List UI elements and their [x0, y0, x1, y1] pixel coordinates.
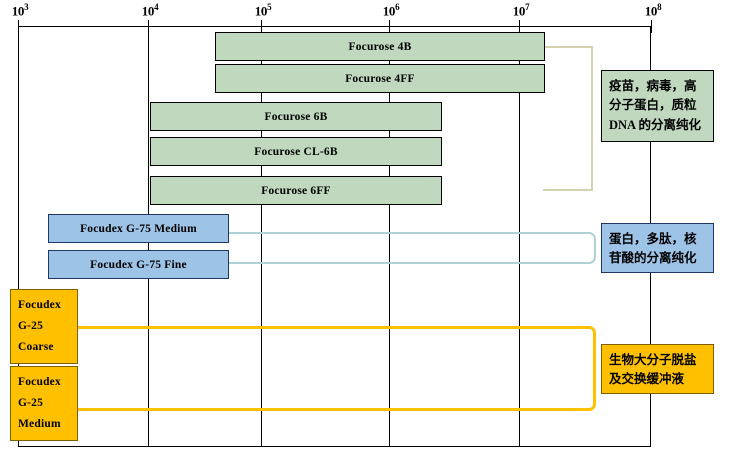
- bar-label: Focurose 4B: [348, 40, 412, 53]
- callout-line2: 分子蛋白，质粒: [609, 98, 697, 113]
- callout-g25-applications: 生物大分子脱盐 及交换缓冲液: [601, 344, 714, 394]
- axis-tick-1e4: [148, 20, 149, 33]
- bar-focudex-g25-medium[interactable]: Focudex G-25 Medium: [10, 366, 78, 441]
- bar-focurose-4ff[interactable]: Focurose 4FF: [215, 64, 545, 93]
- axis-label-1e3: 103: [11, 2, 29, 19]
- gridline-1e6: [389, 27, 390, 447]
- bar-label-line3: Coarse: [18, 341, 54, 354]
- connector-g75-group: [228, 232, 596, 264]
- bar-label: Focurose 6B: [264, 110, 328, 123]
- axis-tick-1e6: [389, 20, 390, 33]
- axis-label-1e6: 106: [382, 2, 400, 19]
- callout-line1: 生物大分子脱盐: [609, 353, 697, 367]
- axis-tick-1e8: [651, 20, 652, 33]
- gridline-1e5: [261, 27, 262, 447]
- bar-focurose-6b[interactable]: Focurose 6B: [150, 102, 442, 131]
- bar-focudex-g75-fine[interactable]: Focudex G-75 Fine: [48, 250, 229, 279]
- callout-line3: DNA 的分离纯化: [609, 117, 702, 132]
- bar-label: Focudex G-75 Medium: [80, 222, 197, 235]
- bar-focudex-g25-coarse[interactable]: Focudex G-25 Coarse: [10, 289, 78, 364]
- axis-tick-1e5: [261, 20, 262, 33]
- connector-g25-group: [76, 326, 596, 411]
- bar-focurose-6ff[interactable]: Focurose 6FF: [150, 176, 442, 205]
- bar-focurose-4b[interactable]: Focurose 4B: [215, 32, 545, 61]
- bar-label-line2: G-25: [18, 319, 44, 332]
- bar-label-line1: Focudex: [18, 298, 61, 311]
- callout-line2: 及交换缓冲液: [609, 372, 685, 387]
- axis-label-1e4: 104: [141, 2, 159, 19]
- x-axis-line: [18, 26, 651, 27]
- callout-agarose-applications: 疫苗，病毒，高 分子蛋白，质粒 DNA 的分离纯化: [601, 70, 714, 142]
- axis-label-1e8: 108: [644, 2, 662, 19]
- callout-line2: 苷酸的分离纯化: [609, 251, 697, 266]
- connector-agarose-group: [543, 46, 593, 191]
- axis-tick-1e7: [519, 20, 520, 33]
- bar-label: Focurose CL-6B: [254, 145, 338, 158]
- callout-line1: 疫苗，病毒，高: [609, 79, 697, 93]
- bar-label-line1: Focudex: [18, 375, 61, 388]
- bar-focurose-cl-6b[interactable]: Focurose CL-6B: [150, 137, 442, 166]
- axis-label-1e5: 105: [254, 2, 272, 19]
- bar-label: Focurose 4FF: [345, 72, 415, 85]
- bar-label: Focurose 6FF: [261, 184, 331, 197]
- bar-label-line3: Medium: [18, 418, 61, 431]
- bar-label: Focudex G-75 Fine: [90, 258, 187, 271]
- bar-label-line2: G-25: [18, 396, 44, 409]
- bar-focudex-g75-medium[interactable]: Focudex G-75 Medium: [48, 214, 229, 243]
- axis-label-1e7: 107: [512, 2, 530, 19]
- callout-line1: 蛋白，多肽，核: [609, 232, 697, 246]
- gridline-1e7: [519, 27, 520, 447]
- callout-g75-applications: 蛋白，多肽，核 苷酸的分离纯化: [601, 223, 714, 273]
